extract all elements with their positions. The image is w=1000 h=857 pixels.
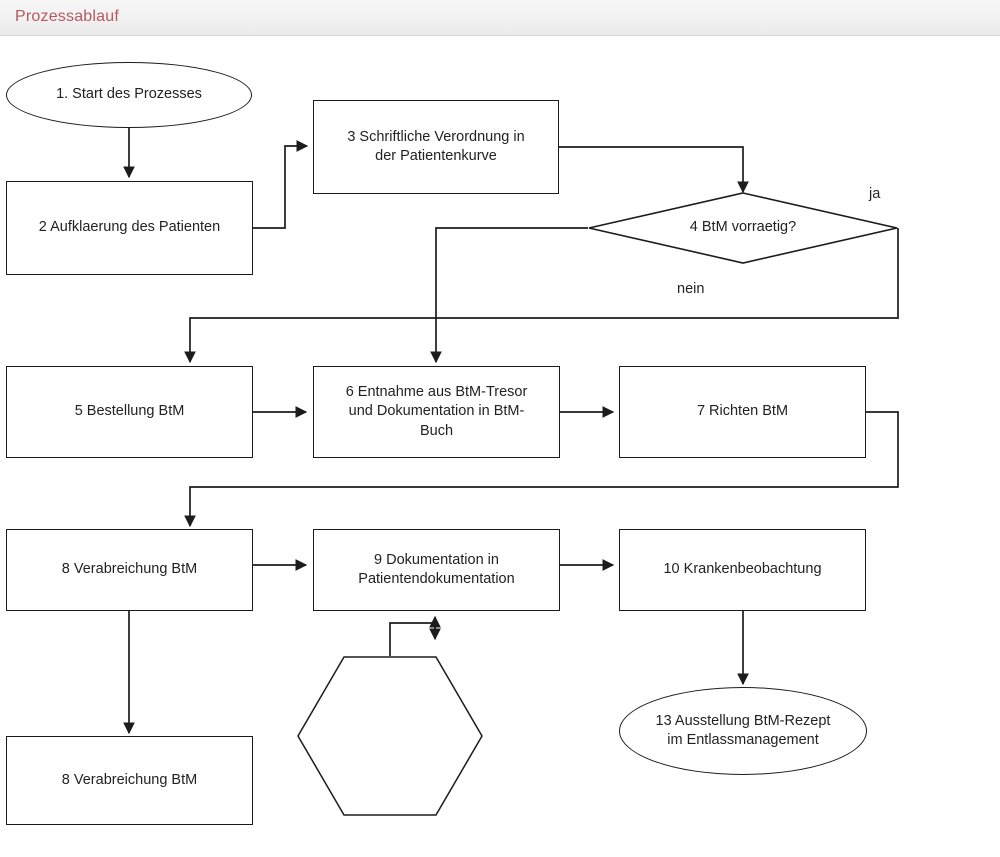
hexagon-shape <box>297 656 483 816</box>
node-krankenbeobachtung[interactable]: 10 Krankenbeobachtung <box>619 529 866 611</box>
node-schriftliche-verordnung[interactable]: 3 Schriftliche Verordnung in der Patient… <box>313 100 559 194</box>
node-dokumentation-in-patientendokumentation[interactable]: 9 Dokumentation in Patientendokumentatio… <box>313 529 560 611</box>
edge-n4-ja-to-n5 <box>184 228 899 364</box>
node-bestellung-btm[interactable]: 5 Bestellung BtM <box>6 366 253 458</box>
edge-n4-nein-to-n6 <box>430 227 588 364</box>
node-label: 2 Aufklaerung des Patienten <box>38 219 221 236</box>
node-btm-vorraetig-decision[interactable]: 4 BtM vorraetig? <box>588 192 898 264</box>
page-header: Prozessablauf <box>0 0 1000 36</box>
node-label: 7 Richten BtM <box>696 403 789 420</box>
diagram-canvas: 1. Start des Prozesses 2 Aufklaerung des… <box>0 36 1000 857</box>
node-entnahme-aus-btm-tresor[interactable]: 6 Entnahme aus BtM-Tresor und Dokumentat… <box>313 366 560 458</box>
edge-label-nein: nein <box>677 281 705 297</box>
node-label: 8 Verabreichung BtM <box>61 561 198 578</box>
node-aufklaerung-des-patienten[interactable]: 2 Aufklaerung des Patienten <box>6 181 253 275</box>
edge-n2-to-n3 <box>253 140 309 229</box>
edge-label-ja: ja <box>869 186 881 202</box>
node-ausstellung-btm-rezept[interactable]: 13 Ausstellung BtM-Rezept im Entlassmana… <box>619 687 867 775</box>
node-label: 9 Dokumentation in Patientendokumentatio… <box>358 551 515 587</box>
node-richten-btm[interactable]: 7 Richten BtM <box>619 366 866 458</box>
node-label: 10 Krankenbeobachtung <box>663 561 822 578</box>
edge-n3-to-n4 <box>559 146 749 194</box>
node-label: 8 Verabreichung BtM <box>61 771 198 788</box>
node-label: 13 Ausstellung BtM-Rezept im Entlassmana… <box>655 712 831 748</box>
edge-n7-to-n8 <box>184 411 899 528</box>
node-start-des-prozesses[interactable]: 1. Start des Prozesses <box>6 62 252 128</box>
diagram-connectors <box>123 128 899 735</box>
page-title: Prozessablauf <box>15 8 119 25</box>
node-label: 6 Entnahme aus BtM-Tresor und Dokumentat… <box>345 384 528 439</box>
node-label: 5 Bestellung BtM <box>74 403 185 420</box>
diamond-shape <box>588 192 898 264</box>
node-label: 3 Schriftliche Verordnung in der Patient… <box>347 128 525 164</box>
node-label: 4 BtM vorraetig? <box>689 219 797 236</box>
node-label: 1. Start des Prozesses <box>56 86 202 103</box>
node-empty-hexagon[interactable] <box>297 656 483 816</box>
node-verabreichung-btm[interactable]: 8 Verabreichung BtM <box>6 529 253 611</box>
edge-n11-to-n9-routing <box>389 622 435 657</box>
node-verabreichung-btm-duplicate[interactable]: 8 Verabreichung BtM <box>6 736 253 825</box>
